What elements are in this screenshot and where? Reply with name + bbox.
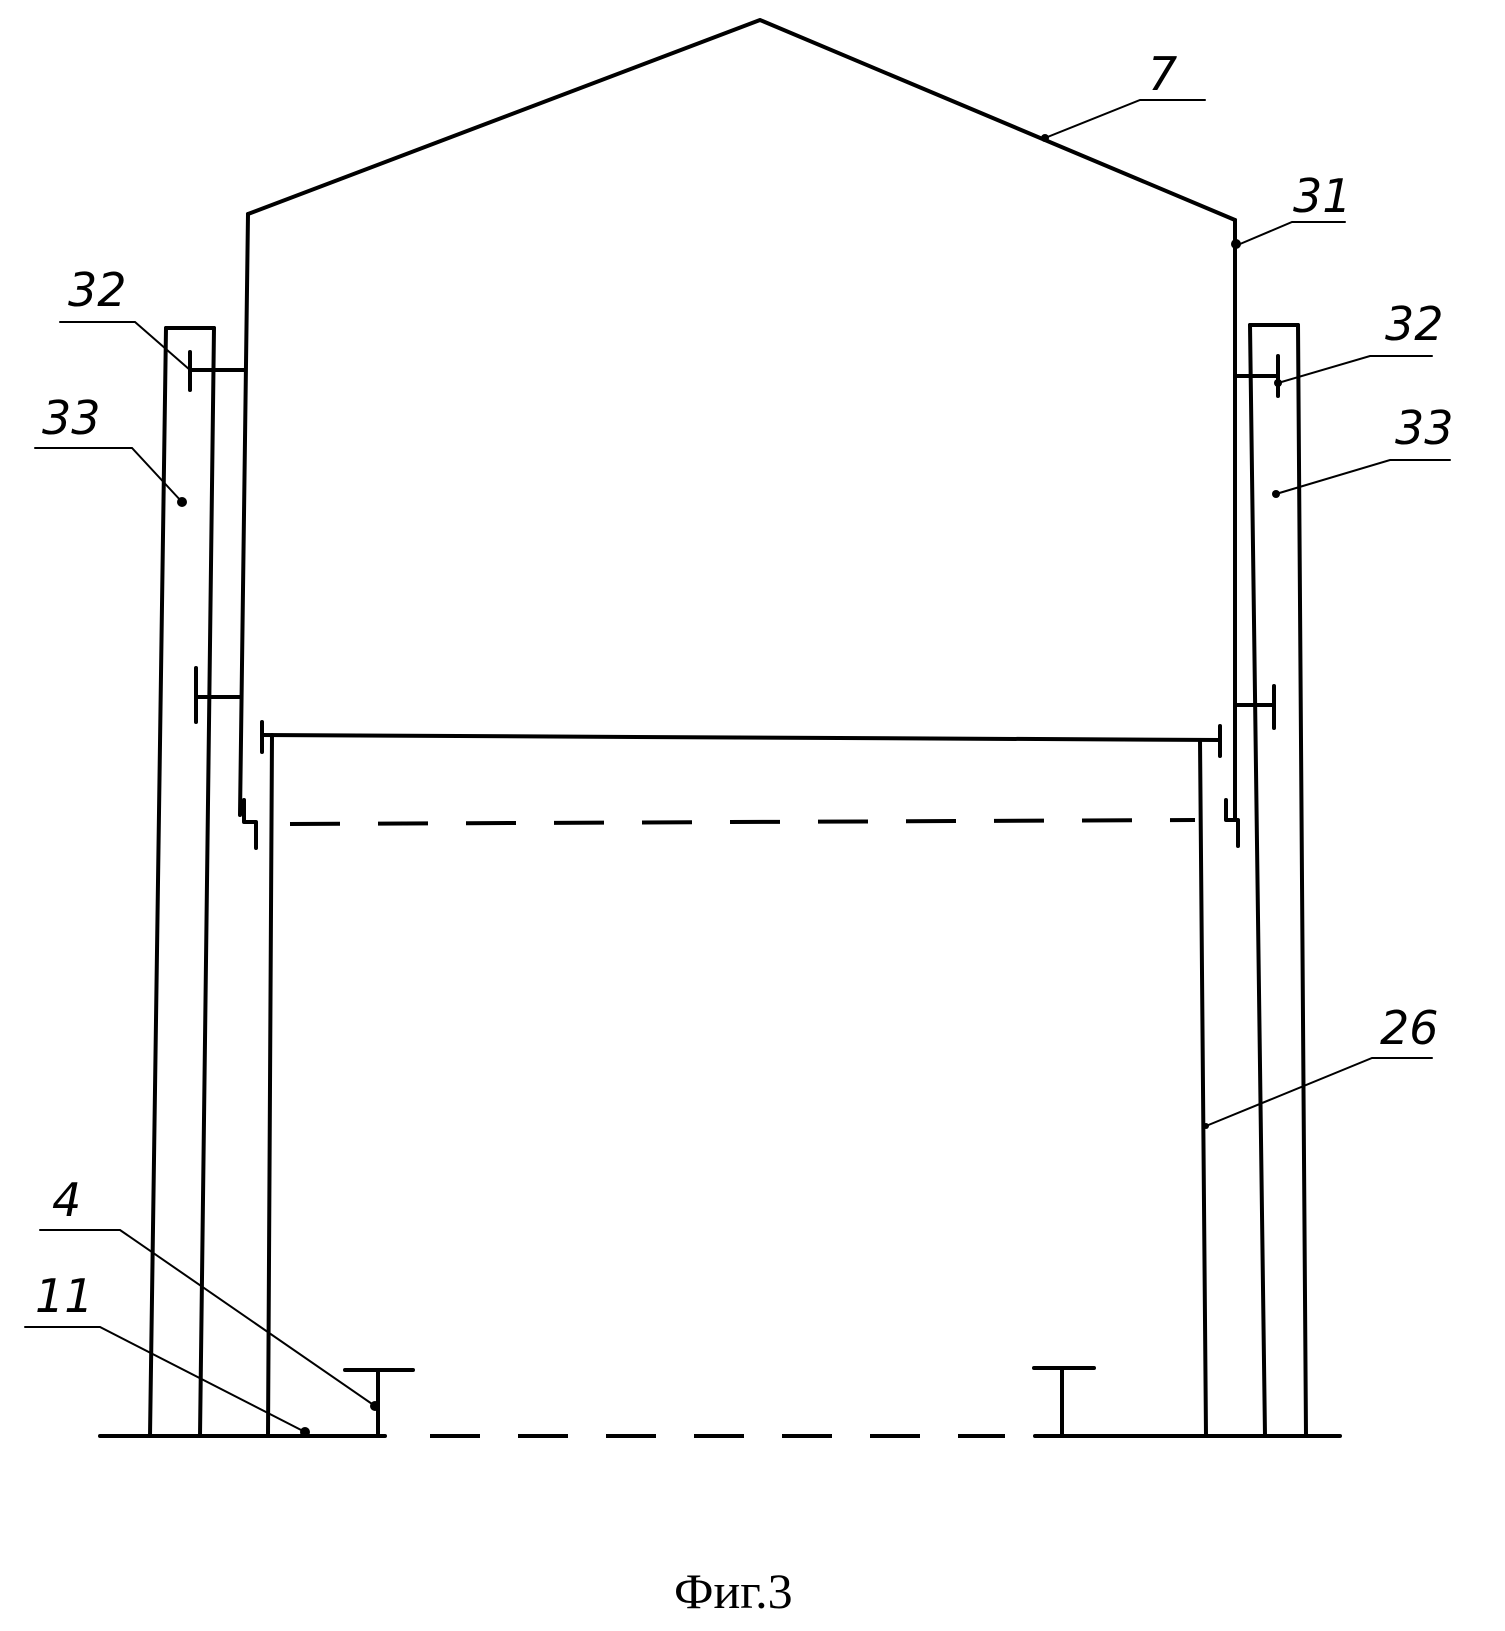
leader-roof-dot <box>1041 134 1049 142</box>
leader-bracket-left <box>59 321 191 371</box>
guide-hook-left <box>242 798 258 850</box>
leader-beam <box>39 1229 376 1407</box>
label-hinge: 31 <box>1293 169 1352 223</box>
column-left-inner <box>198 326 216 1438</box>
leader-column-right <box>1275 459 1451 495</box>
top-crossbeam <box>260 733 1222 742</box>
figure-caption: Фиг.3 <box>674 1563 793 1619</box>
wall-panel-left <box>266 733 274 1438</box>
hinge-point <box>1231 239 1241 249</box>
leader-bracket-right <box>1277 355 1433 384</box>
label-floor: 11 <box>35 1269 94 1323</box>
label-bracket-right: 32 <box>1385 297 1444 351</box>
leader-floor <box>24 1326 306 1433</box>
leader-column-left-dot <box>177 497 187 507</box>
leader-column-left <box>34 447 183 503</box>
label-wall: 26 <box>1380 1001 1439 1055</box>
column-right-outer <box>1296 323 1308 1438</box>
column-left-outer <box>148 326 168 1438</box>
leader-column-right-dot <box>1272 490 1280 498</box>
guide-hook-right <box>1224 798 1240 848</box>
column-right-inner <box>1248 323 1267 1438</box>
wall-panel-right <box>1198 738 1208 1438</box>
roof-outline <box>246 18 1237 222</box>
label-column-left: 33 <box>42 391 101 445</box>
leader-floor-dot <box>300 1427 310 1437</box>
leader-hinge <box>1239 221 1346 245</box>
label-column-right: 33 <box>1395 401 1454 455</box>
leader-wall <box>1205 1057 1433 1127</box>
leader-bracket-right-dot <box>1274 379 1282 387</box>
label-roof: 7 <box>1148 47 1177 101</box>
inner-wall-left <box>238 212 250 817</box>
leader-beam-dot <box>370 1401 380 1411</box>
label-bracket-left: 32 <box>68 263 127 317</box>
leader-wall-dot <box>1203 1123 1209 1129</box>
label-beam: 4 <box>52 1173 81 1227</box>
lower-position-dashed-line <box>289 818 1196 826</box>
leader-roof <box>1044 99 1206 139</box>
